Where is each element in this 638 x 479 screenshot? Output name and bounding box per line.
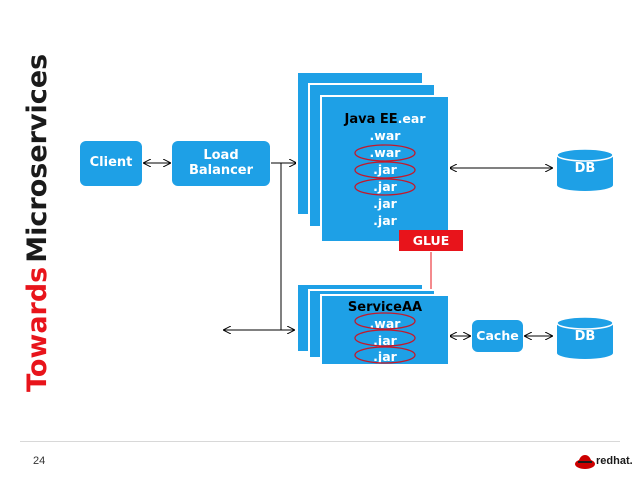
title-microservices: Microservices (22, 54, 53, 263)
service-module-war: .war (369, 316, 401, 331)
redhat-logo: redhat. (574, 452, 633, 472)
slide-title: Towards Microservices (22, 54, 53, 392)
load-balancer-box: Load Balancer (172, 141, 270, 186)
client-box: Client (80, 141, 142, 186)
cache-label: Cache (476, 328, 519, 344)
javaee-title: Java EE (344, 112, 398, 127)
glue-label: GLUE (399, 230, 463, 251)
javaee-ear-box: Java EE.ear .war .war .jar .jar .jar .ja… (320, 95, 450, 243)
ellipse-service-jar-2 (354, 346, 416, 364)
client-label: Client (89, 155, 133, 171)
cache-box: Cache (472, 320, 523, 352)
svg-text:TowardsMicroservices: Towards Microservices (22, 54, 53, 392)
service-highlight-ellipses (354, 312, 416, 364)
page-number: 24 (33, 455, 46, 467)
db-top-label: DB (574, 161, 596, 176)
load-balancer-label-line1: Load (203, 148, 239, 164)
ellipse-service-war (354, 312, 416, 330)
shadowman-icon (575, 455, 595, 469)
db-bottom-label: DB (574, 329, 596, 344)
javaee-module-war-2: .war (369, 145, 401, 160)
javaee-ear-suffix: .ear (397, 111, 426, 126)
db-bottom-cylinder: DB (556, 316, 614, 360)
javaee-module-jar-2: .jar (373, 179, 397, 194)
db-top-cylinder: DB (556, 148, 614, 192)
service-module-jar-1: .jar (373, 333, 397, 348)
glue-text: GLUE (412, 233, 450, 248)
load-balancer-label-line2: Balancer (188, 162, 254, 178)
service-module-jar-2: .jar (373, 349, 397, 364)
ellipse-jar-1 (354, 161, 416, 179)
ellipse-service-jar-1 (354, 329, 416, 347)
database-icon (556, 316, 614, 359)
javaee-module-war-1: .war (369, 128, 401, 143)
title-towards: Towards (22, 267, 53, 392)
redhat-wordmark: redhat. (596, 455, 633, 467)
javaee-module-jar-3: .jar (373, 196, 397, 211)
database-icon (556, 148, 614, 191)
service-title: ServiceAA (347, 300, 423, 315)
ellipse-war (354, 144, 416, 162)
javaee-highlight-ellipses (354, 144, 416, 196)
ellipse-jar-2 (354, 178, 416, 196)
javaee-module-jar-4: .jar (373, 213, 397, 228)
javaee-module-jar-1: .jar (373, 162, 397, 177)
footer-divider (20, 441, 620, 442)
